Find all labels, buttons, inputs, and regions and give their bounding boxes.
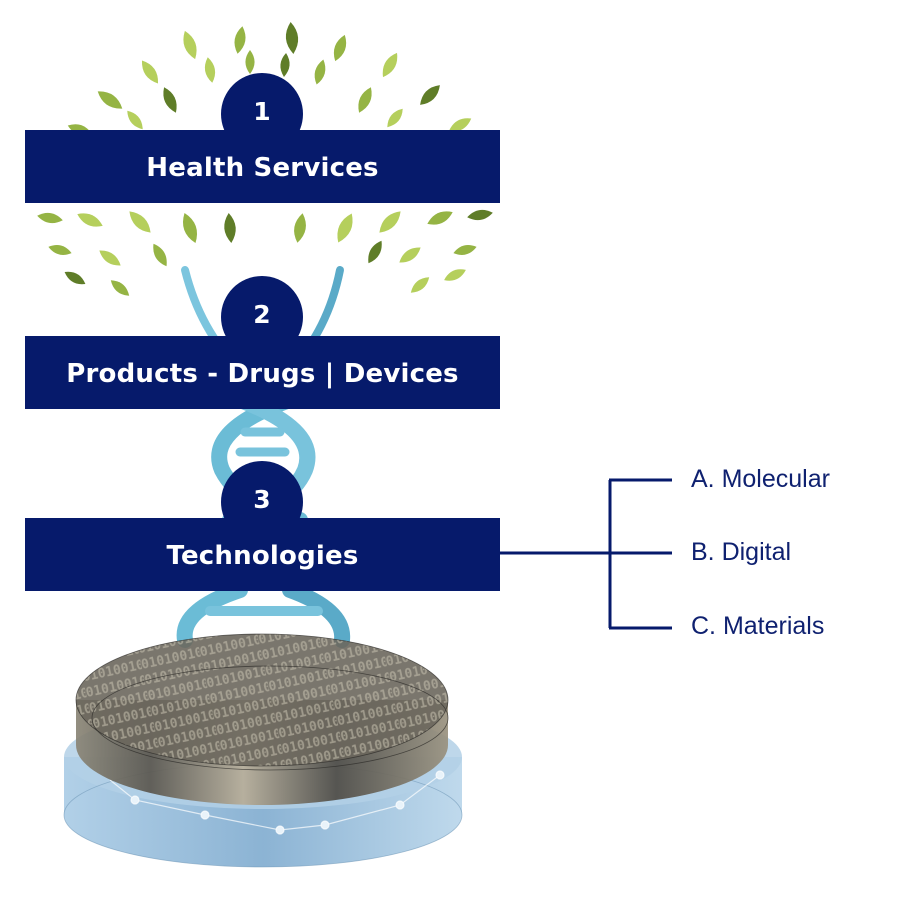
leaf	[358, 87, 372, 113]
level-2-bar: Products - Drugs | Devices	[25, 336, 500, 409]
leaf	[427, 211, 453, 225]
leaf	[141, 60, 159, 84]
leaf	[379, 211, 401, 233]
technologies-connector	[500, 478, 672, 630]
leaf	[48, 245, 72, 255]
leaf	[420, 85, 440, 105]
leaf	[64, 271, 86, 285]
binary-data-disc	[75, 633, 449, 805]
leaf	[153, 243, 167, 267]
level-2-number: 2	[253, 300, 271, 329]
leaf	[280, 53, 290, 77]
level-3-bar: Technologies	[25, 518, 500, 591]
level-1-number: 1	[253, 97, 271, 126]
leaf	[314, 59, 326, 85]
leaf	[204, 57, 216, 83]
level-3-label: Technologies	[166, 540, 359, 571]
leaf	[337, 213, 353, 243]
leaf	[410, 277, 430, 293]
leaf	[399, 247, 421, 263]
tree-leaves	[37, 22, 493, 296]
leaf	[127, 110, 143, 130]
leaf	[368, 240, 382, 264]
leaf	[183, 30, 197, 60]
leaf	[467, 209, 493, 221]
leaf	[77, 213, 103, 227]
leaf	[224, 213, 236, 243]
leaf	[245, 50, 255, 74]
leaf	[234, 26, 246, 54]
branch-digital: B. Digital	[691, 538, 792, 566]
leaf	[294, 213, 306, 243]
leaf	[387, 108, 403, 128]
leaf	[97, 91, 123, 109]
level-1-label: Health Services	[146, 152, 379, 183]
leaf	[163, 87, 177, 113]
leaf	[110, 280, 130, 296]
leaf	[37, 212, 63, 224]
level-3-number: 3	[253, 485, 271, 514]
leaf	[453, 245, 477, 255]
leaf	[285, 22, 299, 54]
level-2-label: Products - Drugs | Devices	[66, 358, 459, 389]
leaf	[129, 211, 151, 233]
leaf	[448, 118, 472, 132]
leaf	[444, 269, 466, 281]
leaf	[99, 250, 121, 266]
leaf	[382, 52, 398, 78]
level-1-bar: Health Services	[25, 130, 500, 203]
branch-molecular: A. Molecular	[691, 465, 830, 493]
branch-materials: C. Materials	[691, 612, 825, 640]
leaf	[182, 212, 198, 244]
leaf	[333, 34, 347, 62]
